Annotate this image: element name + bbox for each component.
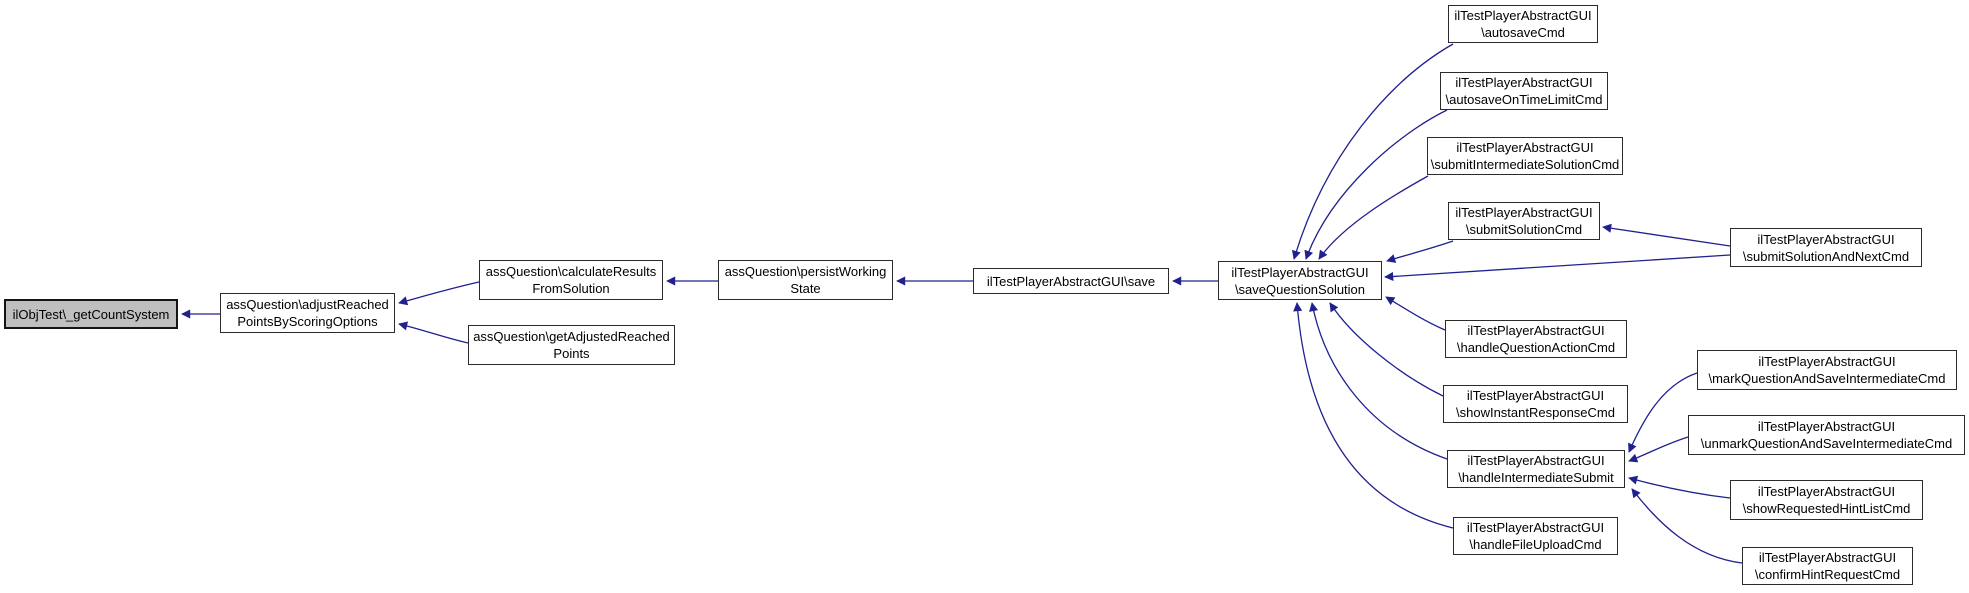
node-getCountSystem: ilObjTest\_getCountSystem [4, 299, 178, 329]
node-unmarkQuestionAndSaveIntermediateCmd[interactable]: ilTestPlayerAbstractGUI \unmarkQuestionA… [1688, 415, 1965, 455]
edge-submitIntermediateSolutionCmd-to-saveQuestionSolution [1318, 175, 1429, 260]
node-persistWorkingState[interactable]: assQuestion\persistWorking State [718, 260, 893, 300]
edge-unmarkQuestionAndSaveIntermediateCmd-to-handleIntermediateSubmit [1628, 436, 1689, 463]
edge-autosaveCmd-to-saveQuestionSolution [1291, 43, 1454, 260]
node-autosaveCmd[interactable]: ilTestPlayerAbstractGUI \autosaveCmd [1448, 5, 1598, 43]
edge-handleFileUploadCmd-to-saveQuestionSolution [1293, 302, 1454, 529]
edge-submitSolutionAndNextCmd-to-submitSolutionCmd [1602, 223, 1731, 247]
node-submitSolutionAndNextCmd[interactable]: ilTestPlayerAbstractGUI \submitSolutionA… [1730, 228, 1922, 267]
node-adjustReachedPoints[interactable]: assQuestion\adjustReached PointsByScorin… [220, 293, 395, 333]
node-handleIntermediateSubmit[interactable]: ilTestPlayerAbstractGUI \handleIntermedi… [1447, 450, 1625, 488]
node-handleFileUploadCmd[interactable]: ilTestPlayerAbstractGUI \handleFileUploa… [1453, 517, 1618, 555]
node-getAdjustedReachedPoints[interactable]: assQuestion\getAdjustedReached Points [468, 325, 675, 365]
node-confirmHintRequestCmd[interactable]: ilTestPlayerAbstractGUI \confirmHintRequ… [1742, 547, 1913, 585]
edge-handleQuestionActionCmd-to-saveQuestionSolution [1385, 296, 1446, 331]
node-showRequestedHintListCmd[interactable]: ilTestPlayerAbstractGUI \showRequestedHi… [1730, 480, 1923, 520]
node-markQuestionAndSaveIntermediateCmd[interactable]: ilTestPlayerAbstractGUI \markQuestionAnd… [1697, 350, 1957, 390]
edge-markQuestionAndSaveIntermediateCmd-to-handleIntermediateSubmit [1628, 372, 1698, 453]
node-save[interactable]: ilTestPlayerAbstractGUI\save [973, 268, 1169, 294]
edge-getAdjustedReachedPoints-to-adjustReachedPoints [398, 321, 469, 344]
node-saveQuestionSolution[interactable]: ilTestPlayerAbstractGUI \saveQuestionSol… [1218, 261, 1382, 300]
edge-calculateResults-to-adjustReachedPoints [398, 281, 480, 306]
node-handleQuestionActionCmd[interactable]: ilTestPlayerAbstractGUI \handleQuestionA… [1445, 320, 1627, 358]
node-submitIntermediateSolutionCmd[interactable]: ilTestPlayerAbstractGUI \submitIntermedi… [1427, 137, 1623, 175]
edge-confirmHintRequestCmd-to-handleIntermediateSubmit [1631, 488, 1743, 564]
node-autosaveOnTimeLimitCmd[interactable]: ilTestPlayerAbstractGUI \autosaveOnTimeL… [1440, 72, 1608, 110]
edge-submitSolutionCmd-to-saveQuestionSolution [1386, 240, 1454, 263]
node-submitSolutionCmd[interactable]: ilTestPlayerAbstractGUI \submitSolutionC… [1448, 202, 1600, 240]
node-showInstantResponseCmd[interactable]: ilTestPlayerAbstractGUI \showInstantResp… [1443, 385, 1628, 423]
edge-handleIntermediateSubmit-to-saveQuestionSolution [1309, 302, 1448, 460]
node-calculateResults[interactable]: assQuestion\calculateResults FromSolutio… [479, 260, 663, 300]
edge-showRequestedHintListCmd-to-handleIntermediateSubmit [1628, 475, 1731, 499]
edge-showInstantResponseCmd-to-saveQuestionSolution [1329, 302, 1444, 397]
edge-autosaveOnTimeLimitCmd-to-saveQuestionSolution [1304, 109, 1448, 260]
edge-submitSolutionAndNextCmd-to-saveQuestionSolution [1384, 254, 1731, 282]
